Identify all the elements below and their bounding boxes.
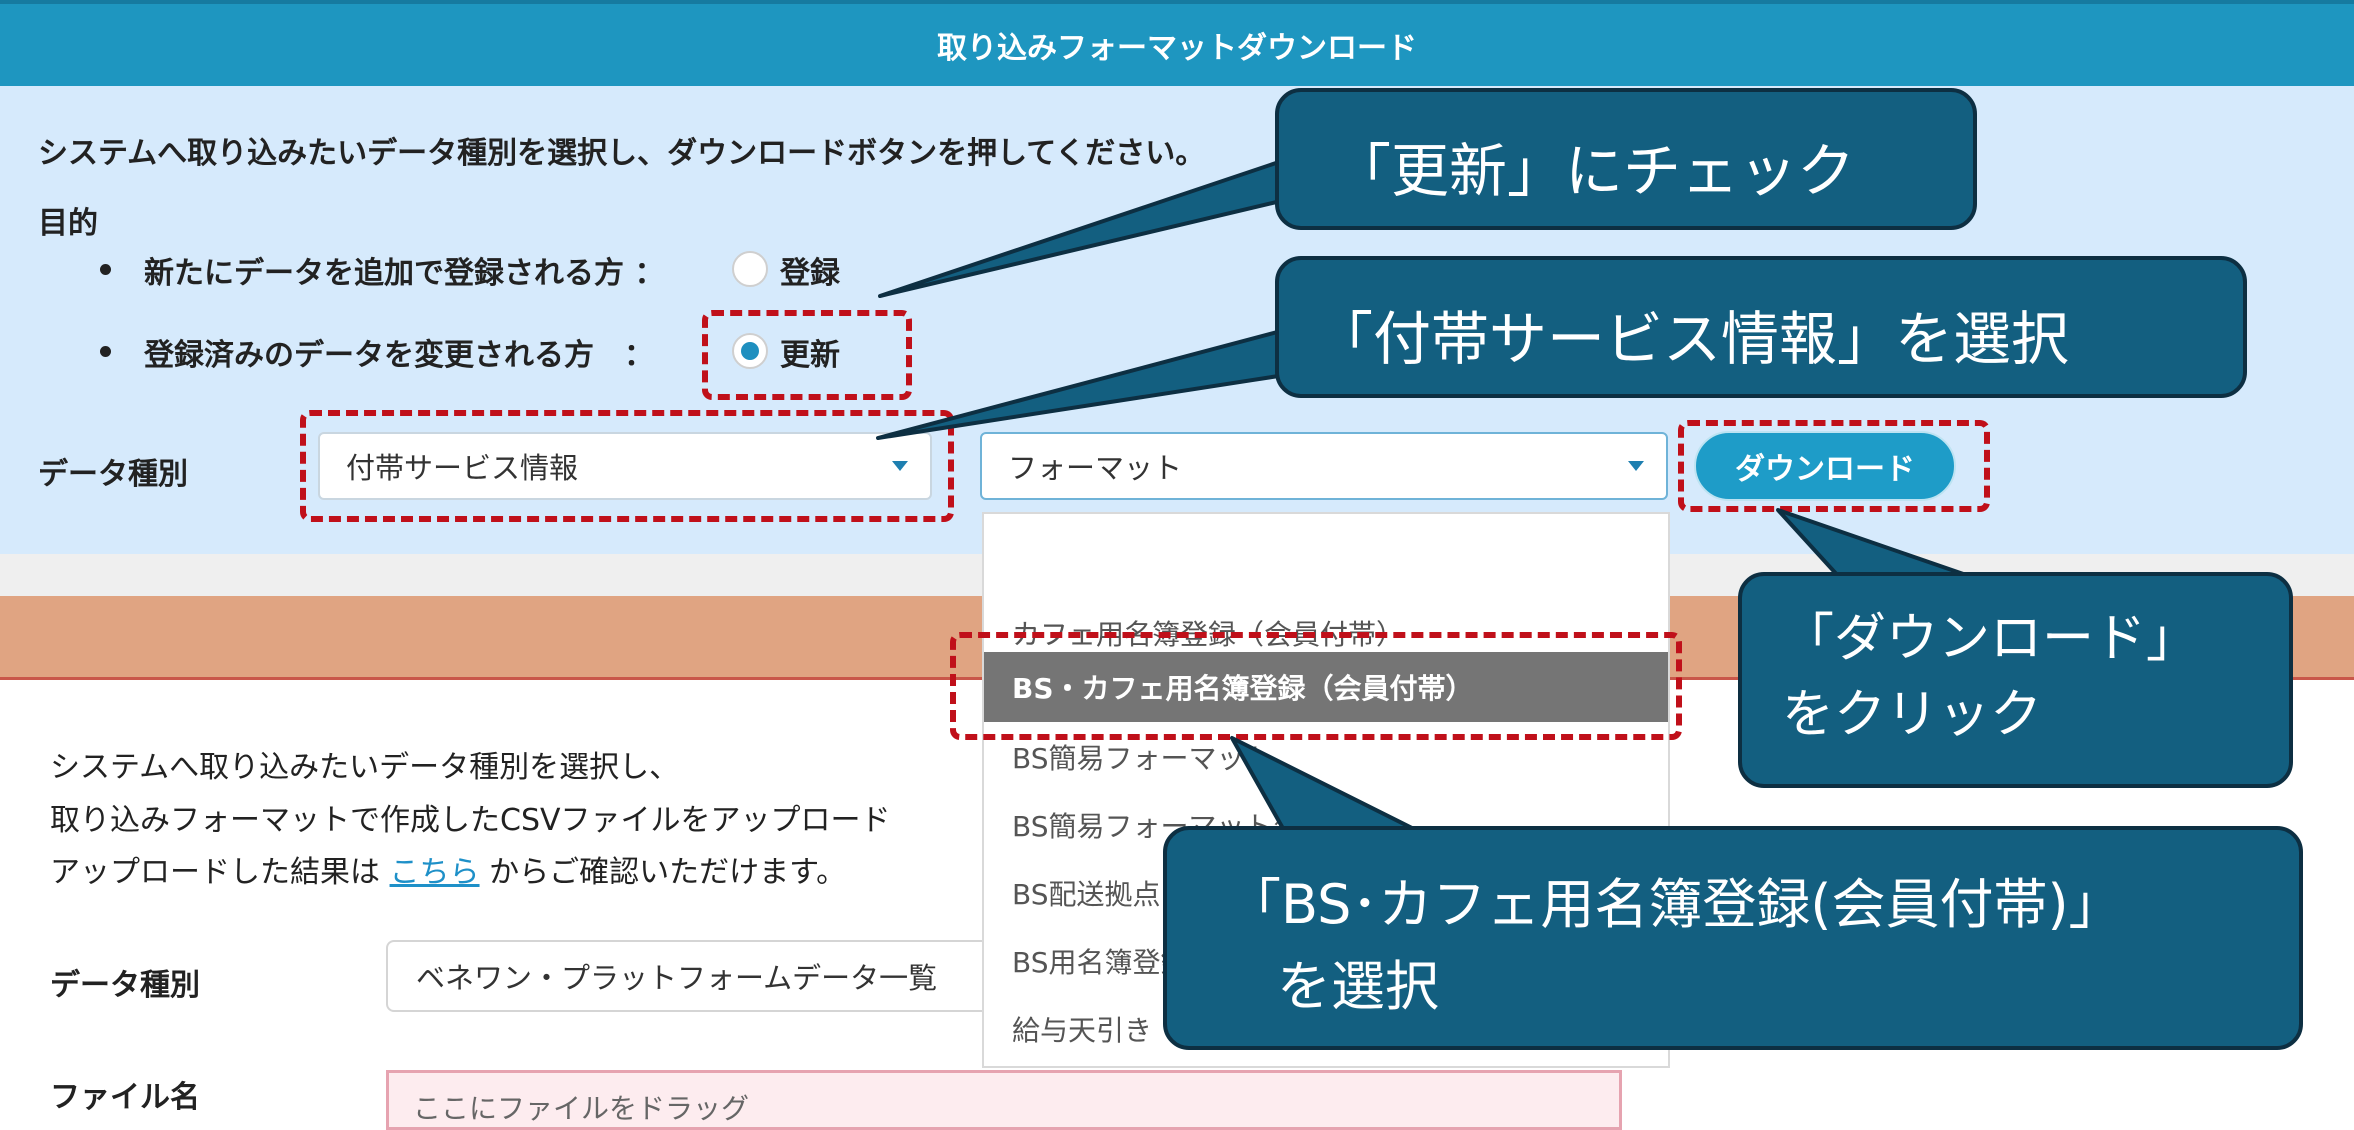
format-select[interactable]: フォーマット bbox=[980, 432, 1668, 500]
instruction-text: システムへ取り込みたいデータ種別を選択し、ダウンロードボタンを押してください。 bbox=[38, 136, 1206, 171]
panel-title: 取り込みフォーマットダウンロード bbox=[937, 31, 1417, 66]
chevron-down-icon bbox=[1628, 461, 1644, 471]
callout-check-update: 「更新」にチェック bbox=[1275, 88, 1977, 230]
download-button[interactable]: ダウンロード bbox=[1694, 431, 1956, 501]
callout-select-service-text: 「付帯サービス情報」を選択 bbox=[1315, 305, 2070, 373]
purpose-label: 目的 bbox=[38, 206, 98, 241]
highlight-data-type-select bbox=[300, 410, 954, 522]
upload-intro-line2: 取り込みフォーマットで作成したCSVファイルをアップロード bbox=[50, 803, 891, 838]
register-radio[interactable] bbox=[732, 251, 768, 287]
data-type-label: データ種別 bbox=[38, 457, 188, 492]
highlight-selected-option bbox=[950, 632, 1682, 740]
bullet-icon bbox=[100, 264, 111, 275]
dropdown-option-bs-cafe-roster[interactable]: BS・カフェ用名簿登録（会員付帯） bbox=[984, 652, 1668, 722]
dropdown-option-bs-simple-format[interactable]: BS簡易フォーマット bbox=[1012, 742, 1273, 775]
callout-select-format-line2: を選択 bbox=[1277, 955, 1439, 1018]
dropdown-option-payroll-deduction[interactable]: 給与天引き bbox=[1012, 1014, 1153, 1047]
upload-data-type-value: ベネワン・プラットフォームデータ一覧 bbox=[416, 961, 938, 995]
panel-header: 取り込みフォーマットダウンロード bbox=[0, 0, 2354, 86]
results-link[interactable]: こちら bbox=[389, 855, 480, 890]
upload-data-type-label: データ種別 bbox=[50, 968, 200, 1003]
callout-click-download-line1: 「ダウンロード」 bbox=[1782, 609, 2199, 669]
data-type-value: 付帯サービス情報 bbox=[346, 451, 579, 485]
chevron-down-icon bbox=[892, 461, 908, 471]
dropdown-option-bs-roster[interactable]: BS用名簿登録 bbox=[1012, 946, 1189, 979]
callout-click-download: 「ダウンロード」 をクリック bbox=[1738, 572, 2293, 788]
callout-click-download-line2: をクリック bbox=[1782, 685, 2043, 745]
upload-intro-line3-pre: アップロードした結果は bbox=[50, 855, 380, 890]
update-radio[interactable] bbox=[732, 333, 768, 369]
highlight-update-radio bbox=[702, 310, 912, 400]
register-radio-label[interactable]: 登録 bbox=[780, 256, 840, 291]
dropdown-option-bs-delivery-base[interactable]: BS配送拠点 bbox=[1012, 878, 1161, 911]
format-value: フォーマット bbox=[1008, 451, 1183, 485]
callout-select-format: 「BS･カフェ用名簿登録(会員付帯)」 を選択 bbox=[1163, 826, 2303, 1050]
data-type-select[interactable]: 付帯サービス情報 bbox=[318, 432, 932, 500]
upload-intro-line3: アップロードした結果は こちら からご確認いただけます。 bbox=[50, 847, 846, 891]
callout-check-update-text: 「更新」にチェック bbox=[1333, 137, 1856, 205]
callout-select-service: 「付帯サービス情報」を選択 bbox=[1275, 256, 2247, 398]
upload-intro-line1: システムへ取り込みたいデータ種別を選択し、 bbox=[50, 750, 680, 785]
option-new-text: 新たにデータを追加で登録される方 ： bbox=[144, 256, 665, 291]
bullet-icon bbox=[100, 346, 111, 357]
update-radio-label[interactable]: 更新 bbox=[780, 338, 840, 373]
option-update-text: 登録済みのデータを変更される方 ： bbox=[144, 338, 654, 373]
callout-select-format-line1: 「BS･カフェ用名簿登録(会員付帯)」 bbox=[1227, 873, 2123, 936]
highlight-download-button bbox=[1678, 420, 1990, 512]
upload-data-type-select[interactable]: ベネワン・プラットフォームデータ一覧 bbox=[386, 940, 1026, 1012]
upload-intro-line3-post: からご確認いただけます。 bbox=[489, 855, 847, 890]
